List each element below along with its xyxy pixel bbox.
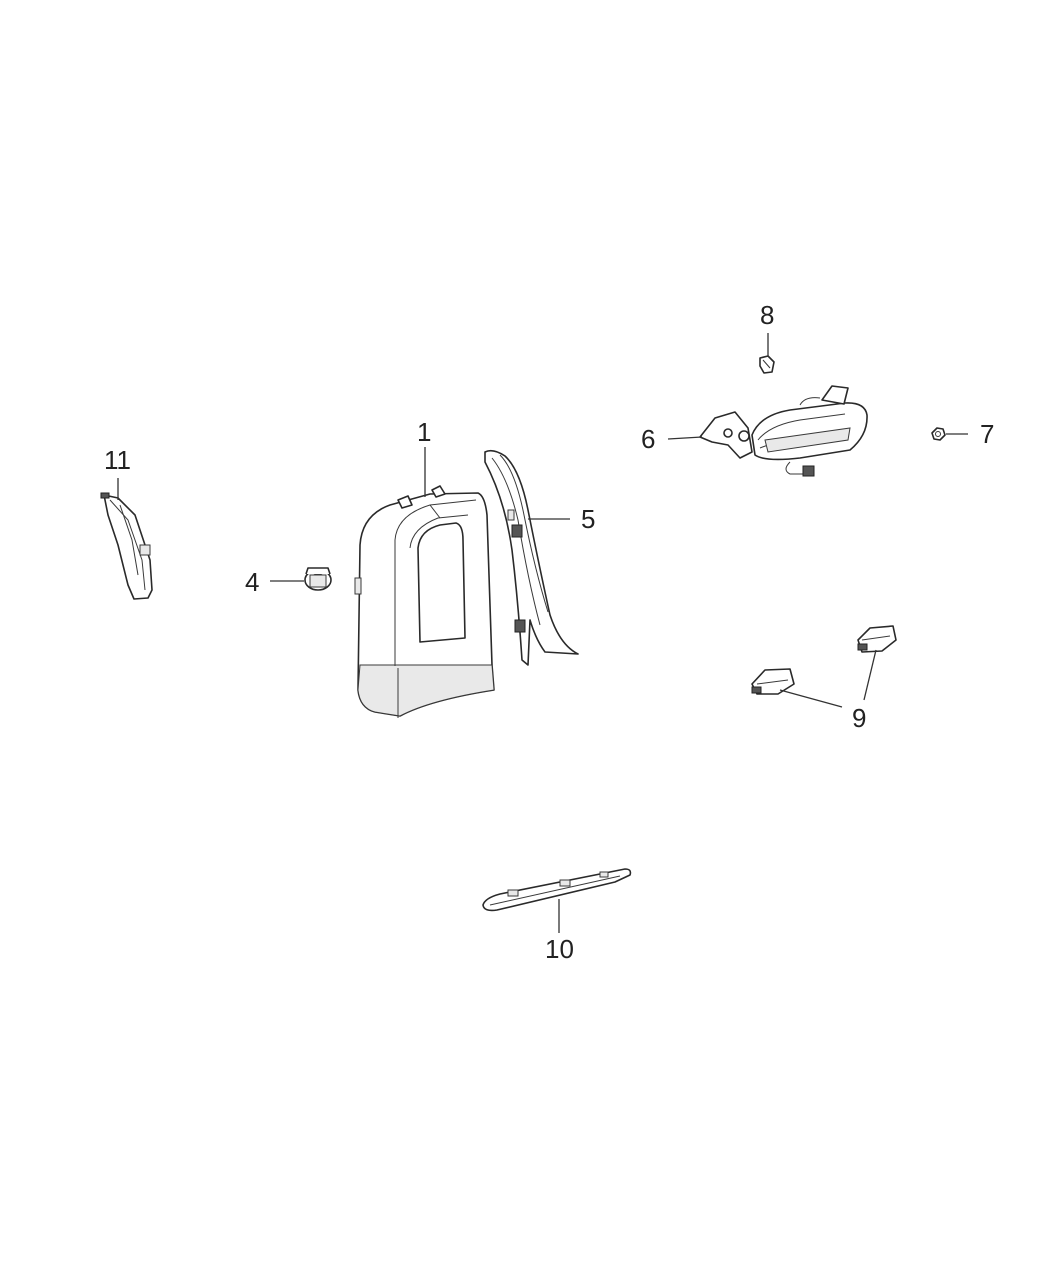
part-6-chmsl-lamp — [699, 385, 868, 477]
part-4-grommet — [304, 567, 332, 591]
callout-1: 1 — [417, 417, 431, 447]
leader-6 — [667, 436, 703, 440]
part-11-side-marker — [100, 492, 153, 600]
callout-8: 8 — [760, 300, 774, 330]
leader-9b — [863, 649, 877, 701]
callout-11: 11 — [104, 445, 131, 475]
part-7-nut — [931, 427, 946, 441]
callout-7: 7 — [980, 419, 994, 449]
callout-4: 4 — [245, 567, 259, 597]
part-10-bar-lamp — [482, 868, 632, 912]
part-9-license-lamp-b — [751, 668, 795, 695]
callout-5: 5 — [581, 504, 595, 534]
leader-9a — [779, 689, 843, 708]
callout-9: 9 — [852, 703, 866, 733]
part-5-applique — [484, 449, 579, 666]
part-8-clip — [759, 355, 775, 374]
part-9-license-lamp-a — [857, 625, 897, 653]
part-1-tail-lamp — [354, 485, 495, 718]
callout-10: 10 — [545, 934, 574, 964]
callout-6: 6 — [641, 424, 655, 454]
